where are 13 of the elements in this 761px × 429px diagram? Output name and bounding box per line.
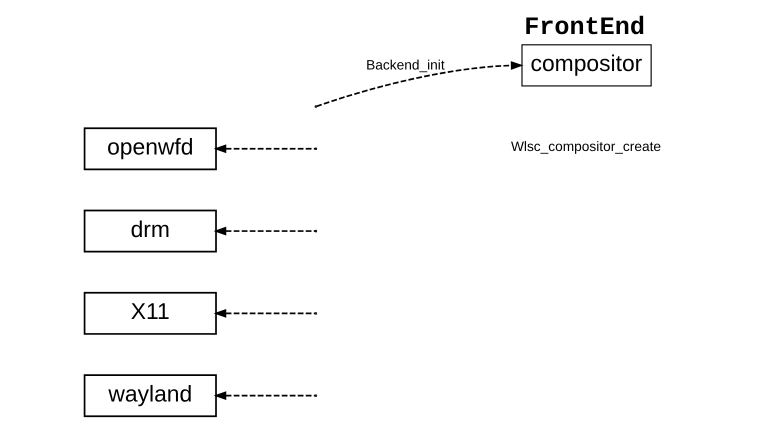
label: Wlsc_compositor_create bbox=[510, 139, 661, 154]
node-box: openwfd bbox=[83, 127, 216, 170]
node-box: X11 bbox=[83, 292, 216, 335]
arrow bbox=[213, 144, 315, 154]
node-label: FrontEnd bbox=[524, 13, 644, 42]
arrow bbox=[213, 226, 315, 236]
arrow bbox=[213, 391, 315, 400]
node-box: compositor bbox=[520, 44, 652, 86]
arrow bbox=[213, 308, 315, 318]
node-box: wayland bbox=[83, 374, 216, 418]
edge-label: Backend_init bbox=[366, 57, 444, 72]
node-box: drm bbox=[83, 210, 216, 252]
arrow bbox=[316, 61, 523, 108]
